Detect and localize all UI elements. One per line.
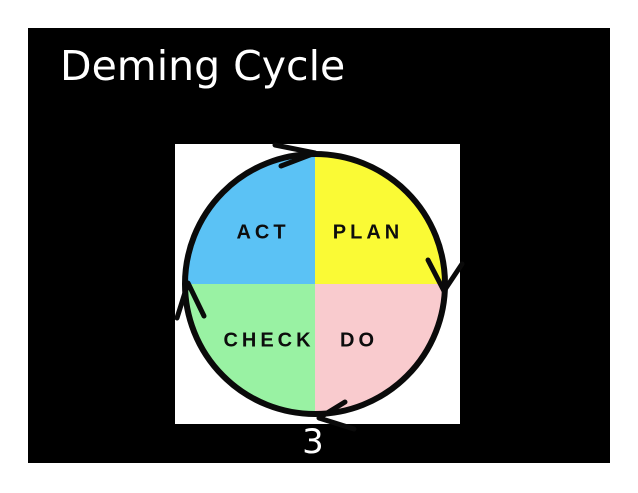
page-number: 3: [302, 422, 324, 462]
quadrant-label-act: ACT: [236, 221, 290, 244]
deming-cycle-diagram: [174, 142, 465, 432]
quadrant-plan-shape: [315, 154, 445, 284]
clockwise-arrow-bottom-icon: [316, 399, 357, 432]
clockwise-arrow-top-icon: [272, 142, 318, 169]
quadrant-act-shape: [185, 154, 315, 284]
quadrant-check-shape: [185, 284, 315, 414]
slide-background: Deming Cycle ACT PLAN CHECK DO: [28, 28, 610, 463]
quadrant-label-plan: PLAN: [332, 221, 404, 244]
quadrant-label-do: DO: [340, 329, 378, 352]
quadrant-label-check: CHECK: [223, 329, 315, 352]
slide-title: Deming Cycle: [60, 42, 346, 90]
diagram-panel: ACT PLAN CHECK DO: [174, 142, 465, 432]
quadrant-do-shape: [315, 284, 445, 414]
clockwise-arrow-left-icon: [174, 280, 207, 321]
clockwise-arrow-right-icon: [425, 257, 465, 294]
